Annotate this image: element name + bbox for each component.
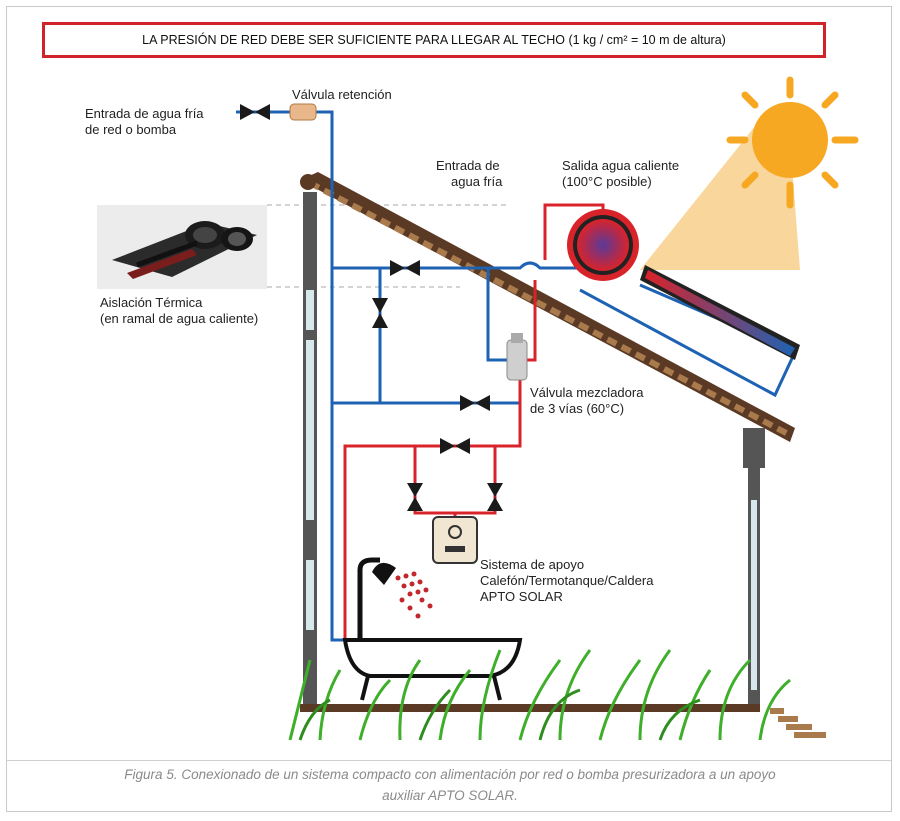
- solar-collector: [640, 265, 800, 360]
- label-hot-out-1: Salida agua caliente: [562, 158, 680, 173]
- label-check-valve: Válvula retención: [292, 87, 392, 102]
- backup-in-valve-icon: [407, 483, 423, 511]
- bypass-valve-icon: [460, 395, 490, 411]
- grass: [288, 649, 791, 741]
- vertical-valve-icon: [372, 298, 388, 328]
- mixing-valve-icon: [506, 333, 528, 381]
- label-insulation-2: (en ramal de agua caliente): [100, 311, 259, 326]
- banner-text: LA PRESIÓN DE RED DEBE SER SUFICIENTE PA…: [142, 33, 726, 47]
- hot-valve-icon: [440, 438, 470, 454]
- label-insulation-1: Aislación Térmica: [100, 295, 203, 310]
- label-backup-3: APTO SOLAR: [480, 589, 563, 604]
- label-hot-out-2: (100°C posible): [562, 174, 652, 189]
- cold-water-pipes: [236, 110, 798, 642]
- label-tank-cold-2: agua fría: [451, 174, 503, 189]
- sun-icon: [640, 76, 859, 270]
- left-wall: [303, 192, 317, 712]
- label-backup-1: Sistema de apoyo: [480, 557, 585, 572]
- check-valve-icon: [289, 103, 317, 121]
- inlet-valve-icon: [240, 104, 270, 120]
- figure-caption: Figura 5. Conexionado de un sistema comp…: [10, 764, 890, 806]
- caption-line-1: Figura 5. Conexionado de un sistema comp…: [124, 767, 776, 782]
- cold-branch-valve-icon: [390, 260, 420, 276]
- label-mixer-1: Válvula mezcladora: [530, 385, 644, 400]
- right-wall: [743, 428, 765, 708]
- storage-tank: [567, 209, 639, 281]
- label-backup-2: Calefón/Termotanque/Caldera: [480, 573, 654, 588]
- pressure-warning-banner: LA PRESIÓN DE RED DEBE SER SUFICIENTE PA…: [42, 22, 826, 58]
- backup-heater-icon: [432, 516, 478, 564]
- caption-divider: [7, 760, 891, 761]
- caption-line-2: auxiliar APTO SOLAR.: [382, 788, 518, 803]
- insulation-photo: [97, 205, 267, 289]
- label-cold-inlet-2: de red o bomba: [85, 122, 177, 137]
- figure-frame: [6, 6, 892, 812]
- label-cold-inlet-1: Entrada de agua fría: [85, 106, 204, 121]
- label-tank-cold-1: Entrada de: [436, 158, 500, 173]
- backup-out-valve-icon: [487, 483, 503, 511]
- label-mixer-2: de 3 vías (60°C): [530, 401, 625, 416]
- roof: [300, 172, 795, 442]
- shower-icon: [357, 557, 433, 640]
